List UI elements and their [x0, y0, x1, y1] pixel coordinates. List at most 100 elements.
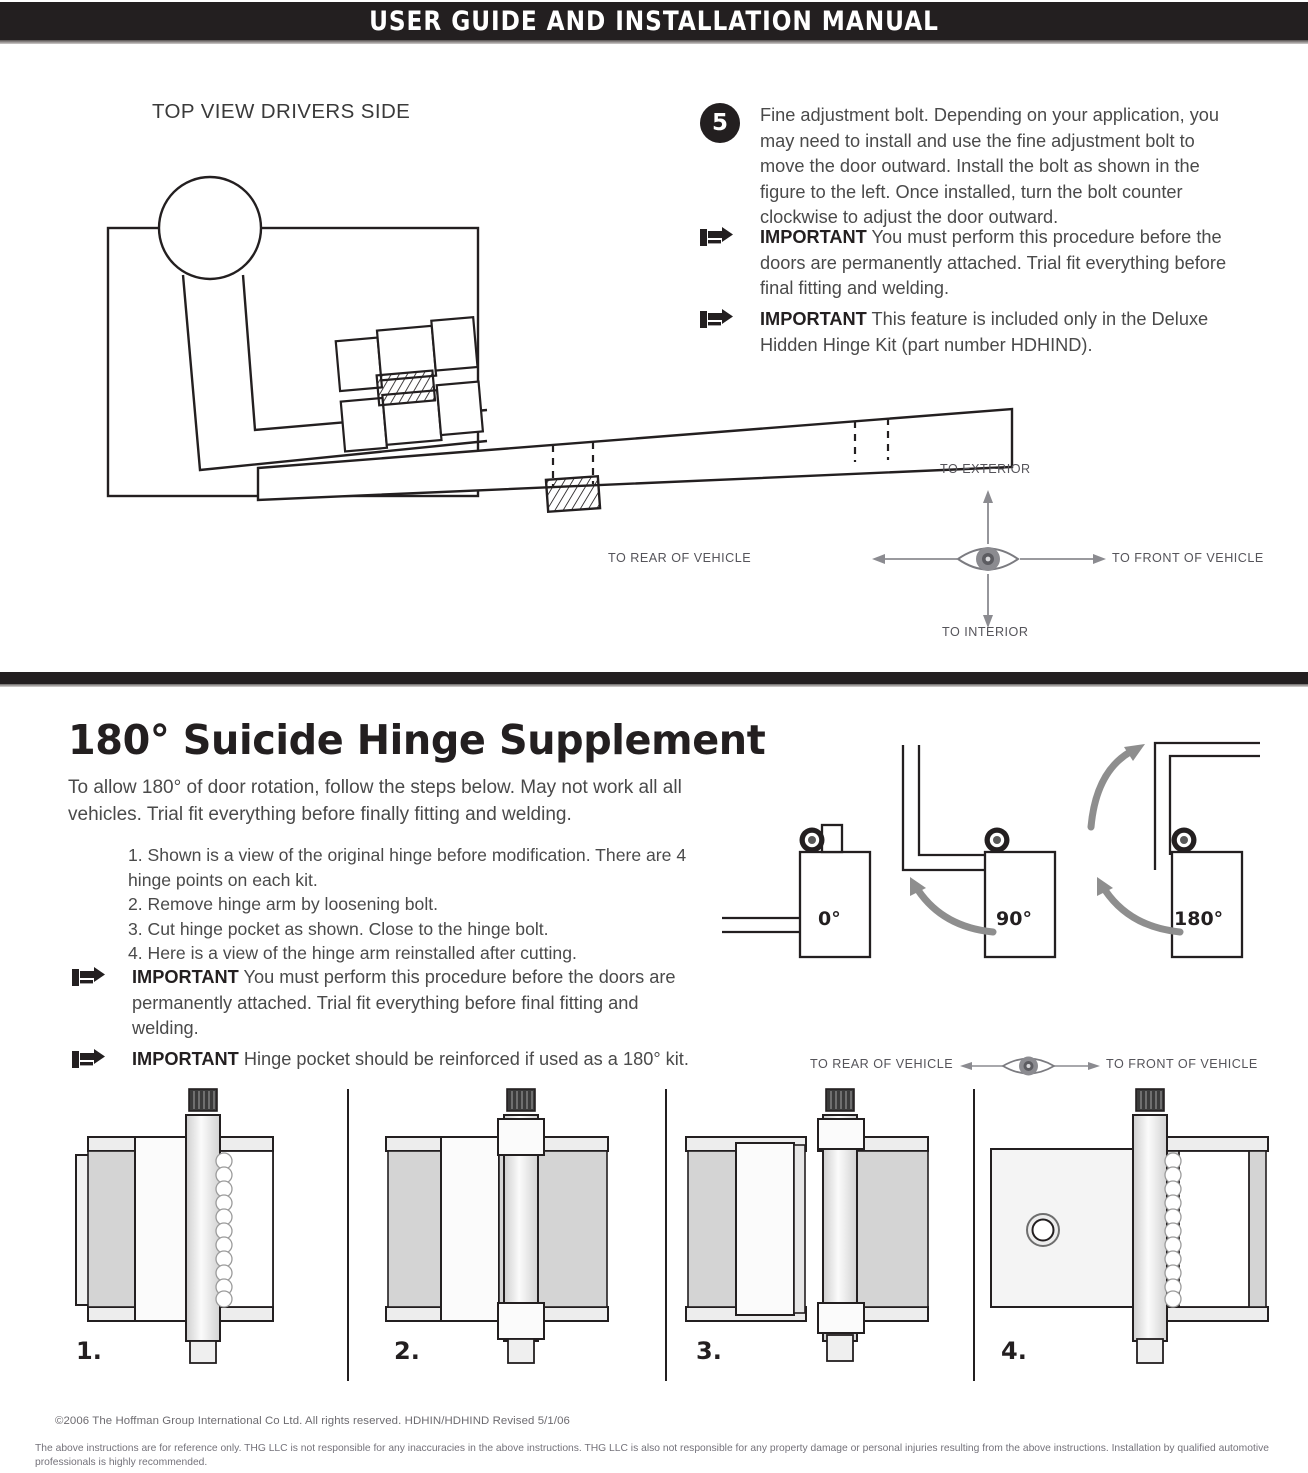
bolt-thread-hatch-upper	[375, 369, 437, 407]
important-body: Hinge pocket should be reinforced if use…	[243, 1049, 689, 1069]
compass-eye-icon	[956, 547, 1020, 571]
supplement-important-note-1-row: IMPORTANT You must perform this procedur…	[72, 965, 712, 1042]
bolt-collar-bottom-2	[497, 1302, 545, 1340]
divider-sheen	[0, 684, 1308, 687]
important-note-1-row: IMPORTANT You must perform this procedur…	[700, 225, 1235, 302]
supplement-step-2: 2. Remove hinge arm by loosening bolt.	[128, 894, 439, 914]
rotation-arrow-180-lower	[1097, 877, 1184, 936]
bolt-collar-top-3	[817, 1118, 865, 1150]
important-label: IMPORTANT	[760, 309, 867, 329]
bolt-collar-top-2	[497, 1118, 545, 1156]
supplement-important-note-2-row: IMPORTANT Hinge pocket should be reinfor…	[72, 1047, 732, 1073]
orientation-compass-bottom: TO REAR OF VEHICLE TO FRONT OF VEHICLE	[800, 1048, 1260, 1084]
section-divider-bar	[0, 672, 1308, 687]
hinge-body-180	[1170, 850, 1244, 959]
knurled-nut-top-2	[506, 1088, 536, 1112]
compass-label-right: TO FRONT OF VEHICLE	[1112, 551, 1264, 565]
hinge-body-0	[798, 850, 872, 959]
hinge-pin-0	[799, 827, 825, 853]
supplement-steps-list: 1. Shown is a view of the original hinge…	[128, 843, 728, 966]
compass-label-left: TO REAR OF VEHICLE	[608, 551, 752, 565]
rotation-diagram-180	[1087, 741, 1260, 959]
hinge-body-90	[983, 850, 1057, 959]
important-body: You must perform this procedure before t…	[760, 227, 1227, 298]
compass-label-right: TO FRONT OF VEHICLE	[1106, 1057, 1258, 1071]
hinge-face-plate-1	[134, 1136, 194, 1322]
top-view-drivers-side-diagram	[95, 175, 1025, 525]
rotation-arrow-180-upper	[1087, 744, 1145, 831]
bolt-end-3	[826, 1334, 854, 1362]
cut-block-left-3	[687, 1150, 737, 1308]
weld-bead-4	[1164, 1152, 1182, 1308]
compass-arrowheads	[960, 1062, 1100, 1070]
pointing-hand-icon	[700, 225, 740, 302]
hinge-arm-inner-edge	[181, 274, 488, 472]
panel-caption-2: 2.	[394, 1337, 420, 1365]
panel-caption-3: 3.	[696, 1337, 722, 1365]
hand-finger-lower	[708, 240, 721, 244]
step-5-text: Fine adjustment bolt. Depending on your …	[760, 105, 1220, 227]
header-bar-sheen	[0, 40, 1308, 44]
bolt-head-right	[435, 380, 485, 437]
step-number-badge: 5	[700, 103, 740, 143]
important-body: This feature is included only in the Del…	[760, 309, 1209, 355]
rotation-label-0: 0°	[818, 908, 841, 930]
step-5-row: 5 Fine adjustment bolt. Depending on you…	[700, 103, 1235, 231]
hinge-panel-1	[75, 1088, 349, 1381]
footer-disclaimer: The above instructions are for reference…	[35, 1443, 1269, 1468]
hinge-panel-3	[685, 1088, 975, 1381]
page-title: USER GUIDE AND INSTALLATION MANUAL	[369, 6, 939, 37]
compass-label-up: TO EXTERIOR	[940, 462, 1031, 476]
hinge-pin-180	[1171, 827, 1197, 853]
important-label: IMPORTANT	[132, 1049, 239, 1069]
weld-bead-1	[215, 1152, 233, 1308]
compass-eye-icon	[1001, 1056, 1056, 1076]
important-note-2-row: IMPORTANT This feature is included only …	[700, 307, 1235, 358]
supplement-heading: 180° Suicide Hinge Supplement	[68, 716, 766, 764]
bolt-end-4	[1136, 1338, 1164, 1364]
important-label: IMPORTANT	[760, 227, 867, 247]
hinge-modification-panels: 1. 2. 3. 4.	[58, 1085, 1283, 1385]
door-arm-90	[901, 745, 985, 872]
supplement-important-note-2-text: IMPORTANT Hinge pocket should be reinfor…	[132, 1047, 722, 1073]
hinge-face-plate-2	[440, 1136, 500, 1322]
pointing-hand-icon	[700, 307, 740, 358]
rotation-label-90: 90°	[996, 908, 1032, 930]
hinge-panel-2	[385, 1088, 667, 1381]
hinge-pin-circle	[157, 175, 263, 281]
top-view-diagram-title: TOP VIEW DRIVERS SIDE	[152, 100, 411, 123]
nut-face-right	[430, 315, 479, 372]
supplement-important-note-1-text: IMPORTANT You must perform this procedur…	[132, 965, 702, 1042]
compass-label-left: TO REAR OF VEHICLE	[810, 1057, 954, 1071]
rotation-diagram-90	[901, 745, 1057, 959]
important-body: You must perform this procedure before t…	[132, 967, 676, 1038]
arm-bolt-hole-dashes	[551, 418, 890, 486]
rotation-diagrams: 0° 90° 180°	[700, 722, 1260, 959]
bolt-collar-bottom-3	[817, 1302, 865, 1334]
pointing-hand-icon	[72, 1047, 112, 1073]
hinge-pocket-3	[847, 1150, 929, 1308]
hinge-bolt-shaft-4	[1132, 1114, 1168, 1342]
important-note-1-text: IMPORTANT You must perform this procedur…	[760, 225, 1235, 302]
tapered-hinge-arm	[256, 407, 1014, 502]
orientation-compass-top: TO EXTERIOR TO INTERIOR TO REAR OF VEHIC…	[608, 462, 1263, 652]
rotation-arrow-90	[910, 877, 997, 936]
top-view-diagram-svg	[106, 175, 1014, 514]
hinge-arm-plate-4	[990, 1148, 1152, 1308]
compass-arrowheads	[872, 490, 1106, 628]
hand-cuff	[700, 229, 707, 246]
page-header-bar: USER GUIDE AND INSTALLATION MANUAL	[0, 2, 1308, 44]
knurled-nut-top-4	[1135, 1088, 1165, 1112]
hinge-body-left-2	[387, 1150, 442, 1308]
door-arm-0	[722, 916, 800, 934]
bolt-end-1	[189, 1340, 217, 1364]
rotation-label-180: 180°	[1174, 908, 1224, 930]
door-arm-180	[1153, 741, 1260, 870]
cut-face-plate-3	[735, 1142, 795, 1316]
supplement-step-1: 1. Shown is a view of the original hinge…	[128, 845, 687, 890]
arm-bolt-hole-4	[1026, 1213, 1060, 1247]
supplement-intro: To allow 180° of door rotation, follow t…	[68, 777, 682, 825]
bolt-end-2	[507, 1338, 535, 1364]
important-note-2-text: IMPORTANT This feature is included only …	[760, 307, 1235, 358]
